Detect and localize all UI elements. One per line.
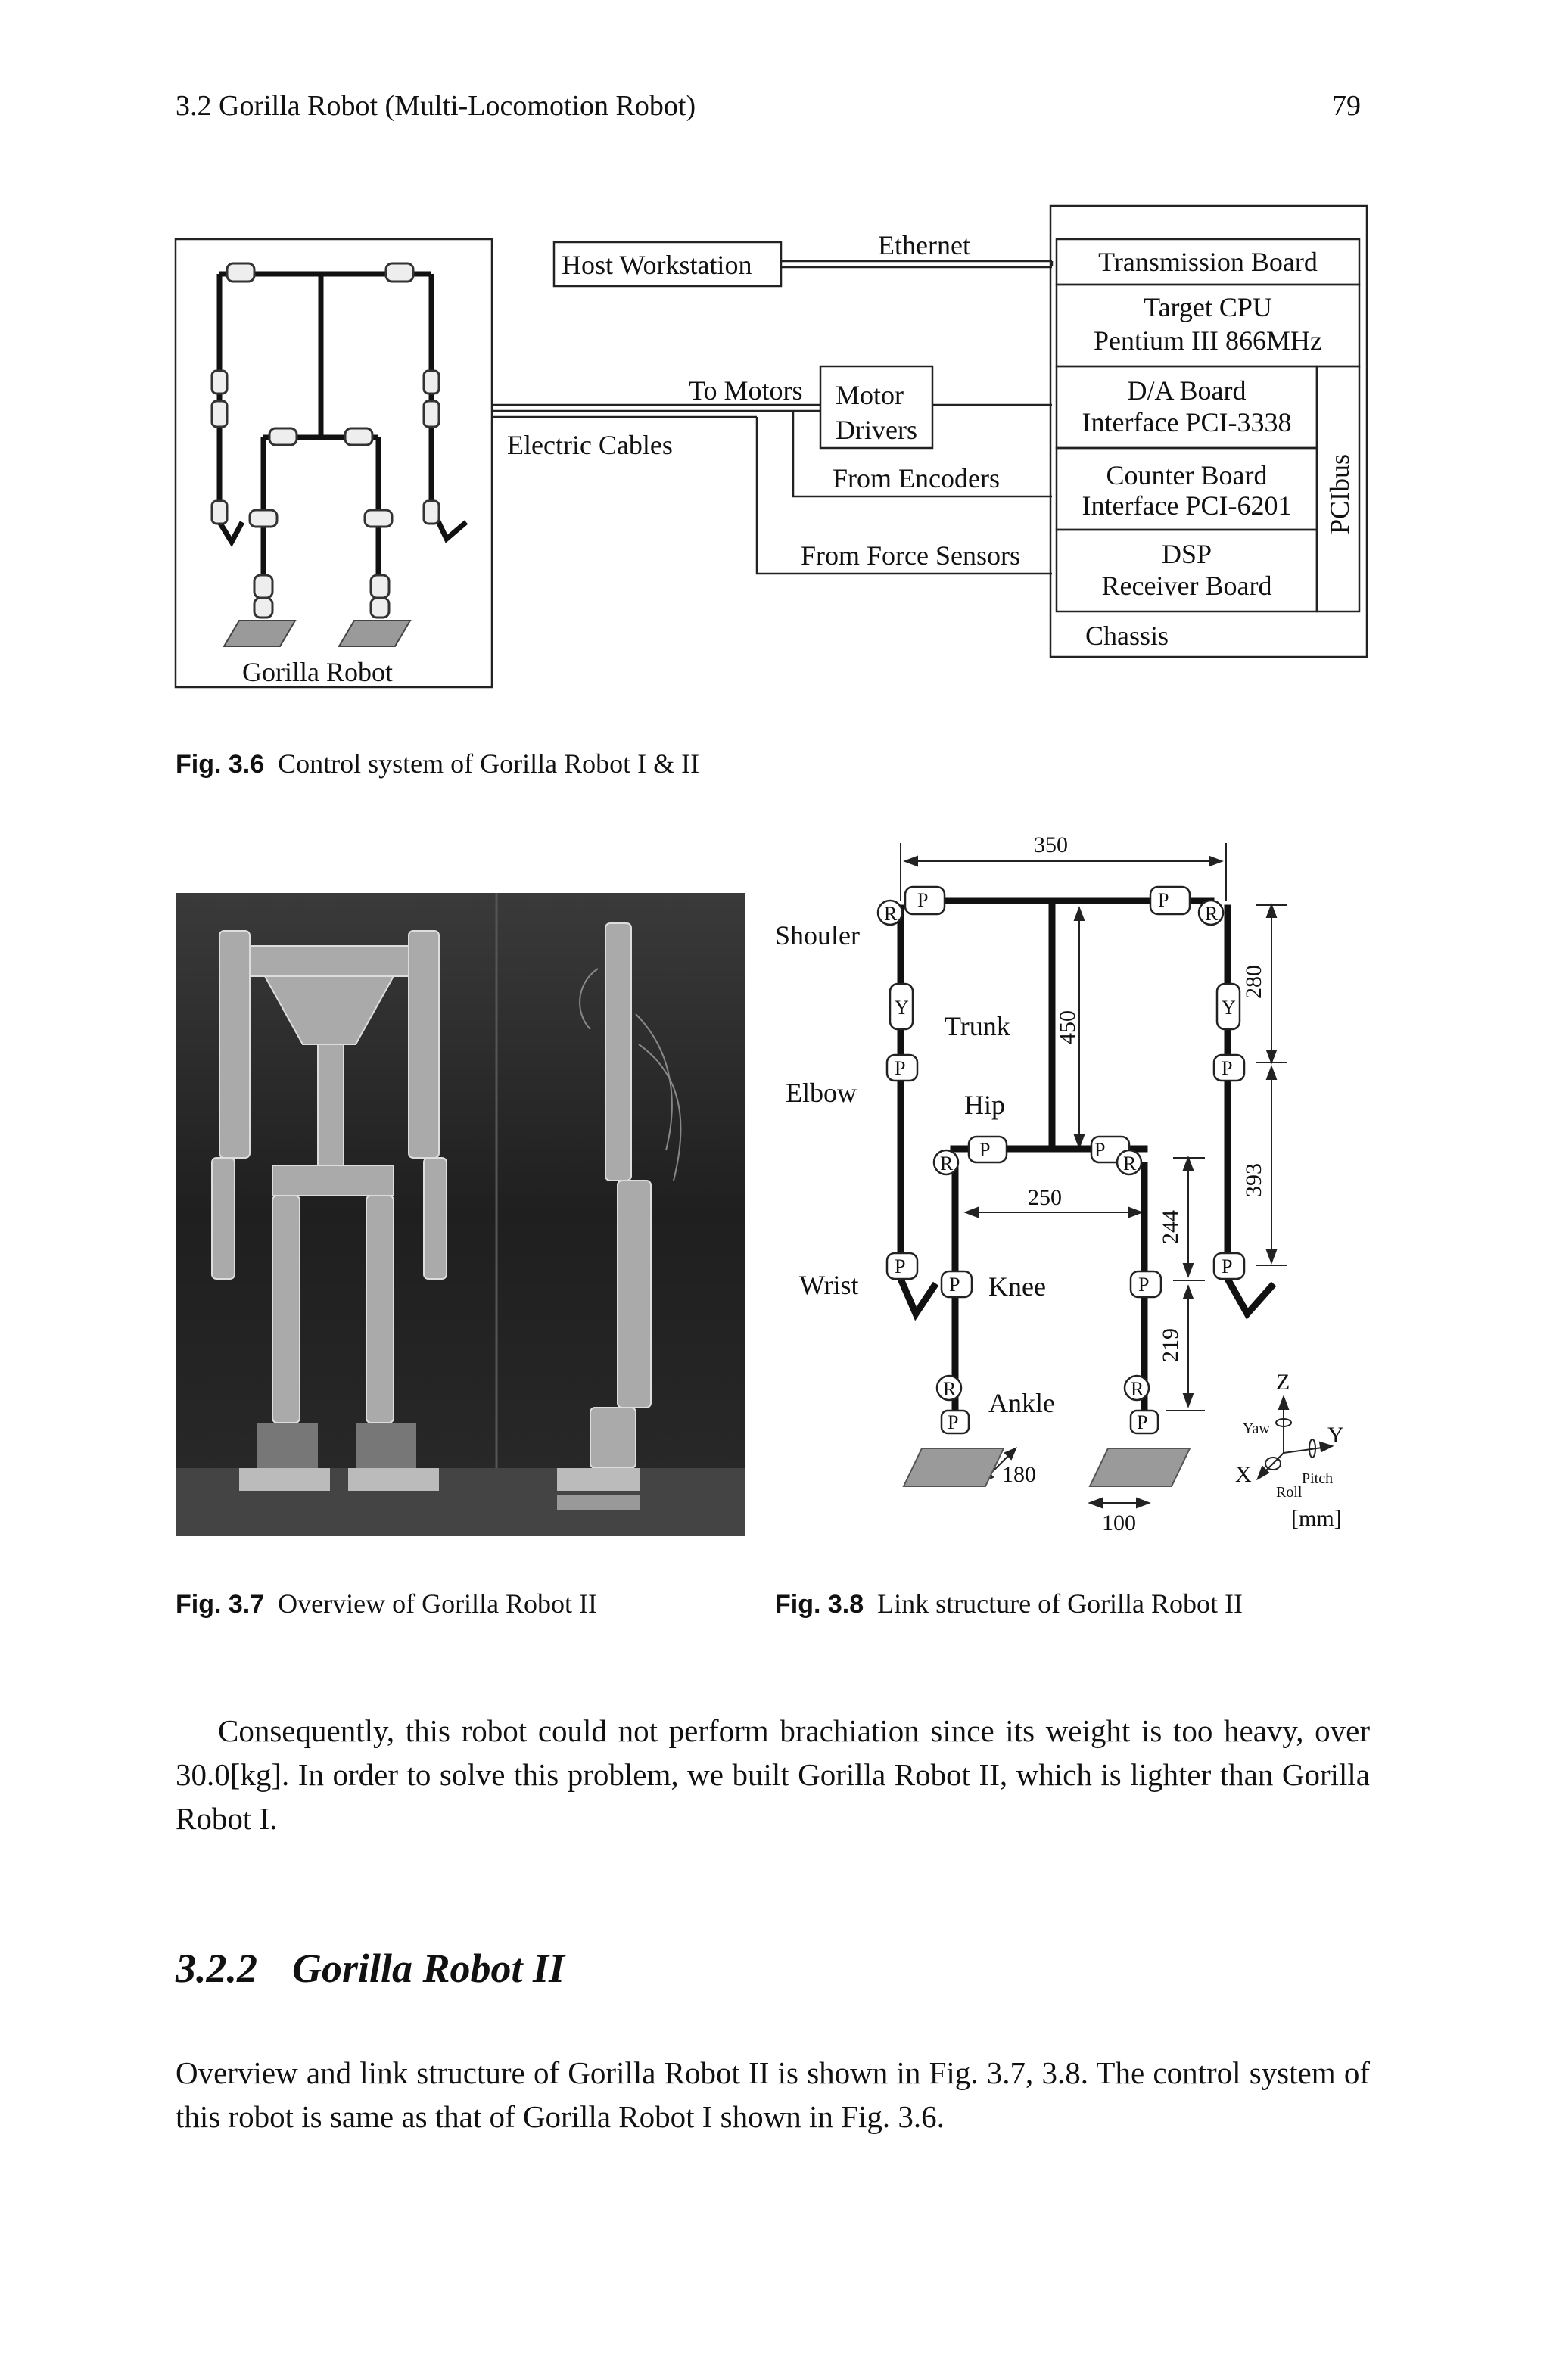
figure-3-7-caption-label: Fig. 3.7 xyxy=(176,1590,264,1619)
chassis-box xyxy=(1050,206,1367,657)
paragraph-2: Overview and link structure of Gorilla R… xyxy=(176,2051,1370,2139)
pcibus-box xyxy=(1317,366,1359,611)
axis-x: X xyxy=(1235,1462,1252,1487)
motor-drivers-label-2: Drivers xyxy=(836,415,917,445)
section-heading: 3.2.2 Gorilla Robot II xyxy=(176,1945,565,1992)
chassis-label: Chassis xyxy=(1085,621,1169,651)
running-header-title: 3.2 Gorilla Robot (Multi-Locomotion Robo… xyxy=(176,89,696,123)
joint-p-shoulder-right: P xyxy=(1158,889,1169,911)
da-board-label-1: D/A Board xyxy=(1128,375,1247,406)
rotation-yaw: Yaw xyxy=(1243,1420,1270,1437)
dsp-label-1: DSP xyxy=(1162,539,1212,569)
dim-180: 180 xyxy=(1002,1462,1036,1487)
joint-p-knee-right: P xyxy=(1138,1274,1149,1296)
joint-p-wrist-right: P xyxy=(1222,1255,1232,1277)
host-workstation-label: Host Workstation xyxy=(562,250,752,280)
dim-393: 393 xyxy=(1241,1163,1266,1197)
label-hip: Hip xyxy=(964,1090,1005,1120)
label-shoulder: Shouler xyxy=(775,920,860,950)
joint-r-hip-left: R xyxy=(940,1153,954,1174)
figure-3-7-caption-text: Overview of Gorilla Robot II xyxy=(278,1588,597,1619)
rotation-pitch: Pitch xyxy=(1302,1470,1333,1487)
joint-p-elbow-right: P xyxy=(1222,1057,1232,1079)
joint-r-hip-right: R xyxy=(1123,1153,1137,1174)
joint-p-hip-left: P xyxy=(979,1139,990,1161)
axis-z: Z xyxy=(1276,1370,1290,1395)
from-encoders-label: From Encoders xyxy=(833,463,1000,493)
page-number: 79 xyxy=(1332,89,1361,123)
joint-p-hip-right: P xyxy=(1094,1139,1105,1161)
joint-r-ankle-right: R xyxy=(1131,1378,1144,1400)
motor-drivers-label-1: Motor xyxy=(836,380,904,410)
host-workstation-box xyxy=(554,242,781,286)
dim-100: 100 xyxy=(1102,1510,1136,1535)
dsp-label-2: Receiver Board xyxy=(1102,571,1272,601)
section-title: Gorilla Robot II xyxy=(292,1946,565,1991)
dim-244: 244 xyxy=(1158,1210,1183,1244)
joint-p-ankle-left: P xyxy=(948,1411,958,1433)
robot-label: Gorilla Robot xyxy=(242,657,393,687)
transmission-board-label: Transmission Board xyxy=(1098,247,1318,277)
ethernet-label: Ethernet xyxy=(878,230,970,260)
da-board-label-2: Interface PCI-3338 xyxy=(1082,407,1292,437)
robot-box xyxy=(176,239,492,687)
figure-3-6-caption-text: Control system of Gorilla Robot I & II xyxy=(278,748,699,779)
rotation-roll: Roll xyxy=(1276,1484,1303,1501)
dim-450: 450 xyxy=(1055,1010,1080,1044)
electric-cables-label: Electric Cables xyxy=(507,430,673,460)
motor-drivers-box xyxy=(820,366,932,448)
joint-p-knee-left: P xyxy=(949,1274,960,1296)
joint-y-right: Y xyxy=(1222,997,1236,1019)
figure-3-8-caption-text: Link structure of Gorilla Robot II xyxy=(877,1588,1243,1619)
joint-r-shoulder-left: R xyxy=(884,903,898,925)
figure-3-8-caption: Fig. 3.8 Link structure of Gorilla Robot… xyxy=(775,1588,1243,1619)
label-elbow: Elbow xyxy=(786,1078,857,1108)
label-wrist: Wrist xyxy=(799,1270,859,1300)
target-cpu-label-1: Target CPU xyxy=(1144,292,1272,322)
paragraph-1: Consequently, this robot could not perfo… xyxy=(176,1709,1370,1840)
counter-board-label-2: Interface PCI-6201 xyxy=(1082,490,1292,521)
label-ankle: Ankle xyxy=(988,1388,1055,1418)
joint-r-shoulder-right: R xyxy=(1205,903,1219,925)
joint-y-left: Y xyxy=(895,997,909,1019)
joint-p-shoulder-left: P xyxy=(917,889,928,911)
unit-label: [mm] xyxy=(1291,1506,1342,1531)
counter-board-label-1: Counter Board xyxy=(1106,460,1268,490)
from-force-sensors-label: From Force Sensors xyxy=(801,540,1020,571)
joint-p-ankle-right: P xyxy=(1137,1411,1147,1433)
target-cpu-label-2: Pentium III 866MHz xyxy=(1094,325,1322,356)
figure-3-6-caption-label: Fig. 3.6 xyxy=(176,750,264,779)
dim-219: 219 xyxy=(1158,1328,1183,1362)
figure-3-6-caption: Fig. 3.6 Control system of Gorilla Robot… xyxy=(176,748,699,779)
label-trunk: Trunk xyxy=(945,1011,1010,1041)
axis-y: Y xyxy=(1327,1423,1344,1448)
pcibus-label: PCIbus xyxy=(1324,454,1355,534)
joint-p-elbow-left: P xyxy=(895,1057,905,1079)
joint-p-wrist-left: P xyxy=(895,1255,905,1277)
figure-3-7-caption: Fig. 3.7 Overview of Gorilla Robot II xyxy=(176,1588,597,1619)
figure-3-8-caption-label: Fig. 3.8 xyxy=(775,1590,864,1619)
joint-r-ankle-left: R xyxy=(943,1378,957,1400)
dim-250: 250 xyxy=(1028,1185,1062,1210)
dim-280: 280 xyxy=(1241,965,1266,999)
to-motors-label: To Motors xyxy=(689,375,803,406)
dim-350: 350 xyxy=(1034,832,1068,857)
section-number: 3.2.2 xyxy=(176,1946,257,1991)
label-knee: Knee xyxy=(988,1271,1046,1302)
